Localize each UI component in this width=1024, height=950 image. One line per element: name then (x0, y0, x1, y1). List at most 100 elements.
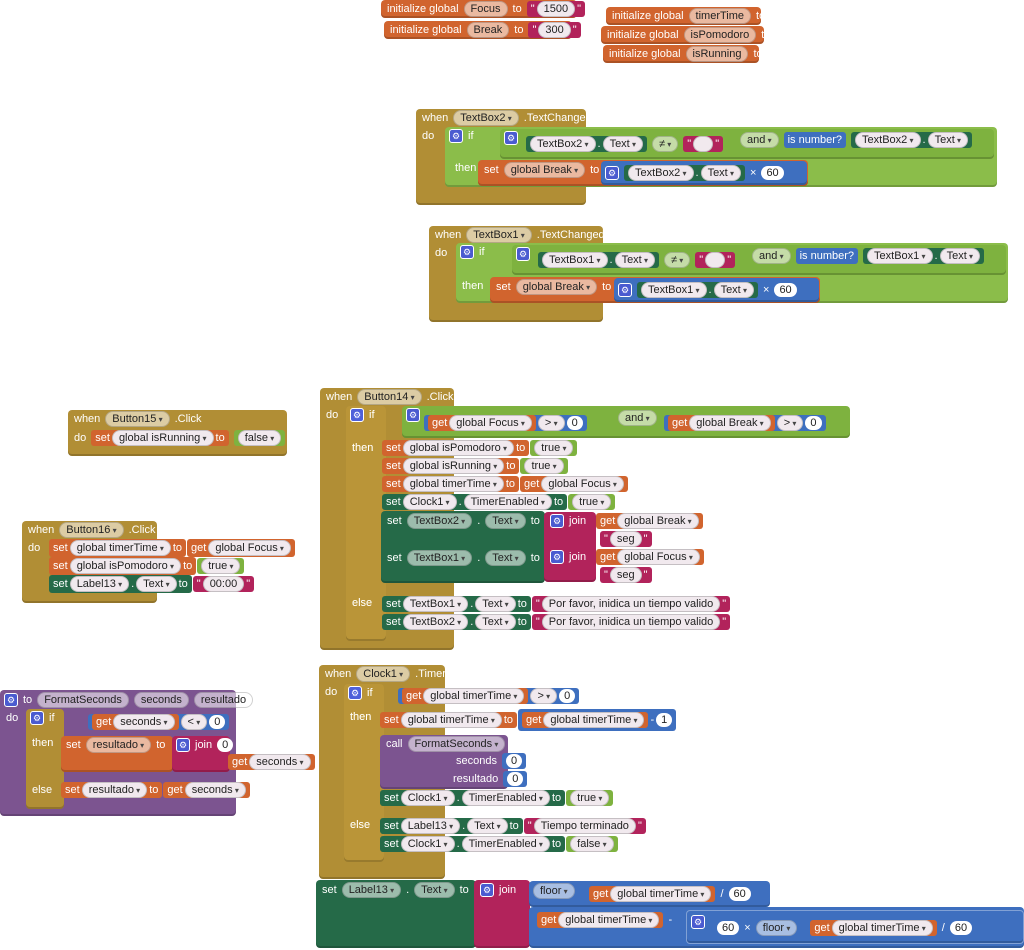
variable-dropdown[interactable]: global timerTime (610, 886, 712, 902)
boolean-true[interactable]: true (568, 494, 616, 510)
set-resultado-block[interactable]: set resultado to (61, 736, 173, 772)
is-number-block[interactable]: is number? (795, 248, 859, 264)
component-dropdown[interactable]: TextBox2 (402, 614, 469, 630)
property-dropdown[interactable]: TimerEnabled (461, 790, 550, 806)
textbox2-text-getter[interactable]: TextBox2.Text (851, 132, 973, 148)
global-name-field[interactable]: Focus (463, 1, 508, 17)
text-literal[interactable]: " Tiempo terminado " (523, 818, 646, 834)
gear-icon[interactable]: ⚙ (480, 883, 494, 897)
boolean-true[interactable]: true (520, 458, 568, 474)
set-label13-text-block[interactable]: set Label13 . Text to (316, 880, 476, 948)
text-literal[interactable]: " " (683, 136, 724, 152)
component-dropdown[interactable]: TextBox1 (466, 227, 532, 243)
init-global-ispomodoro-block[interactable]: initialize global isPomodoro to (601, 26, 770, 44)
boolean-dropdown[interactable]: false (570, 836, 614, 852)
text-value[interactable] (705, 252, 726, 268)
number-value[interactable]: 0 (566, 416, 583, 430)
property-dropdown[interactable]: Text (927, 132, 969, 148)
if-else-block[interactable]: ⚙ if then else (26, 709, 64, 809)
variable-dropdown[interactable]: resultado (85, 737, 152, 753)
variable-dropdown[interactable]: global Focus (541, 476, 624, 492)
component-dropdown[interactable]: TextBox1 (867, 248, 933, 264)
global-name-field[interactable]: isPomodoro (683, 27, 757, 43)
property-dropdown[interactable]: TimerEnabled (461, 836, 550, 852)
variable-dropdown[interactable]: seconds (113, 714, 175, 730)
text-value[interactable]: 00:00 (202, 576, 245, 592)
component-dropdown[interactable]: Label13 (400, 818, 461, 834)
variable-dropdown[interactable]: global timerTime (402, 476, 504, 492)
number-block[interactable]: 0 (503, 771, 528, 787)
text-value[interactable]: Por favor, inidica un tiempo valido (541, 596, 721, 612)
compare-dropdown[interactable]: > (537, 415, 565, 431)
property-dropdown[interactable]: Text (414, 882, 455, 898)
number-value[interactable]: 0 (209, 715, 226, 729)
text-literal[interactable]: " seg " (600, 531, 652, 547)
and-dropdown[interactable]: and (740, 132, 779, 148)
procedure-dropdown[interactable]: FormatSeconds (407, 736, 506, 752)
component-dropdown[interactable]: Clock1 (400, 836, 455, 852)
and-condition[interactable]: ⚙ TextBox1.Text ≠ " " and is number? Tex… (512, 245, 1006, 275)
gear-icon[interactable]: ⚙ (176, 738, 190, 752)
variable-dropdown[interactable]: global Break (515, 279, 598, 295)
number-value[interactable]: 60 (717, 921, 740, 935)
boolean-true[interactable]: true (530, 440, 578, 456)
gear-icon[interactable]: ⚙ (550, 550, 564, 564)
component-dropdown[interactable]: TextBox2 (628, 165, 694, 181)
variable-dropdown[interactable]: global timerTime (558, 912, 660, 928)
text-literal[interactable]: " 1500 " (526, 1, 585, 17)
global-name-field[interactable]: Break (466, 22, 510, 38)
boolean-true[interactable]: true (566, 790, 614, 806)
variable-dropdown[interactable]: global Break (689, 415, 771, 431)
variable-dropdown[interactable]: resultado (81, 782, 148, 798)
variable-dropdown[interactable]: global timerTime (423, 688, 525, 704)
variable-dropdown[interactable]: global isRunning (111, 430, 214, 446)
gear-icon[interactable]: ⚙ (504, 131, 518, 145)
text-literal[interactable]: " " (695, 252, 736, 268)
compare-dropdown[interactable]: < (180, 714, 208, 730)
init-global-timertime-block[interactable]: initialize global timerTime to (606, 7, 765, 25)
property-dropdown[interactable]: Text (602, 136, 643, 152)
gear-icon[interactable]: ⚙ (348, 686, 362, 700)
text-literal[interactable]: " seg " (600, 567, 652, 583)
number-value[interactable]: 0 (505, 754, 523, 768)
join-block[interactable]: ⚙ join ⚙ join (544, 512, 596, 582)
set-textbox2-text-block[interactable]: set TextBox2 . Text to set TextBox1 . Te… (381, 511, 545, 583)
gear-icon[interactable]: ⚙ (4, 693, 18, 707)
component-dropdown[interactable]: TextBox1 (406, 550, 473, 566)
variable-dropdown[interactable]: seconds (184, 782, 246, 798)
compare-dropdown[interactable]: > (530, 688, 558, 704)
text-literal[interactable]: " Por favor, inidica un tiempo valido " (531, 596, 731, 612)
text-value[interactable]: Por favor, inidica un tiempo valido (541, 614, 721, 630)
property-dropdown[interactable]: Text (467, 818, 508, 834)
parameter-field[interactable]: seconds (133, 692, 189, 708)
call-formatseconds-block[interactable]: call FormatSeconds (380, 735, 508, 789)
variable-dropdown[interactable]: global Focus (449, 415, 532, 431)
number-value[interactable]: 60 (949, 921, 973, 935)
variable-dropdown[interactable]: seconds (249, 754, 311, 770)
and-dropdown[interactable]: and (618, 410, 657, 426)
component-dropdown[interactable]: Clock1 (356, 666, 411, 682)
component-dropdown[interactable]: TextBox2 (453, 110, 519, 126)
component-dropdown[interactable]: TextBox2 (530, 136, 596, 152)
component-dropdown[interactable]: TextBox1 (542, 252, 608, 268)
textbox1-text-getter[interactable]: TextBox1.Text (637, 282, 758, 298)
gear-icon[interactable]: ⚙ (350, 408, 364, 422)
variable-dropdown[interactable]: global timerTime (69, 540, 171, 556)
component-dropdown[interactable]: Label13 (69, 576, 130, 592)
number-block[interactable]: 0 (501, 753, 527, 769)
